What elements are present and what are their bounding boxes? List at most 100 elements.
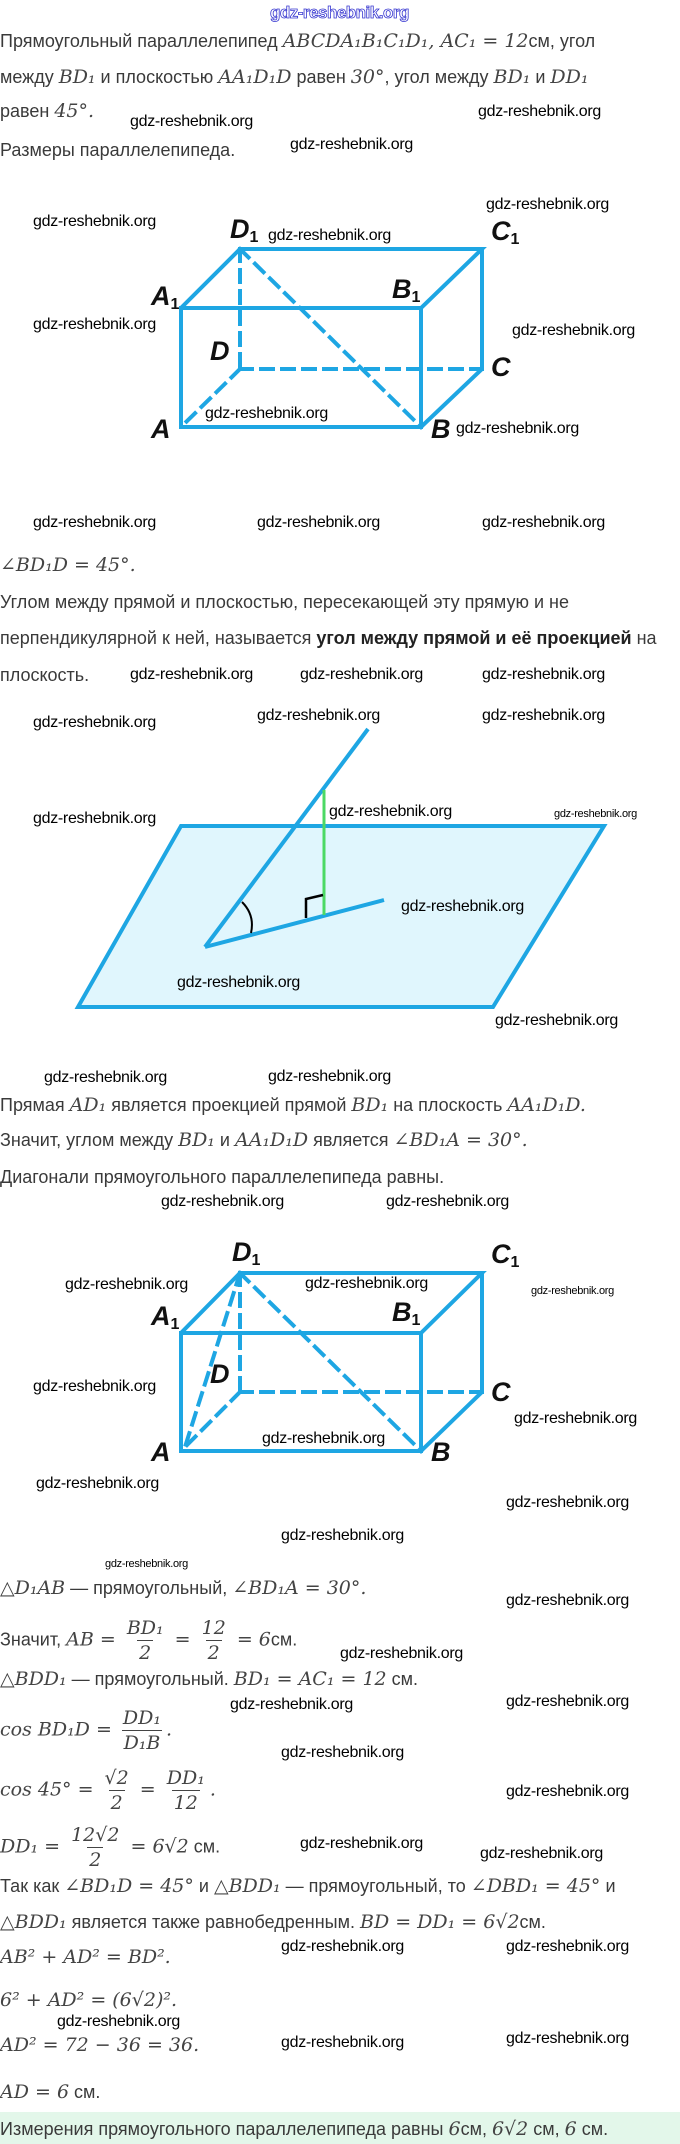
math-expression: . — [209, 1778, 216, 1801]
numerator: 12√2 — [71, 1824, 120, 1846]
math-expression: cos 45° = — [0, 1778, 100, 1801]
math-expression: ∠BD₁D = 45° — [64, 1875, 194, 1897]
final-answer: Измерения прямоугольного параллелепипеда… — [0, 2117, 608, 2141]
math-expression: AA₁D₁D — [218, 66, 292, 88]
ad-result: AD = 6 см. — [0, 2080, 100, 2104]
math-expression: ∠BD₁A = 30°. — [393, 1129, 528, 1151]
watermark: gdz-reshebnik.org — [329, 803, 452, 820]
math-expression: DD₁ — [550, 66, 589, 88]
numerator: DD₁ — [122, 1707, 162, 1729]
denominator: D₁B — [121, 1730, 163, 1754]
cube-diagram-2 — [179, 1270, 487, 1454]
vertex-label-b: B — [431, 1437, 451, 1467]
watermark: gdz-reshebnik.org — [531, 1285, 614, 1297]
watermark: gdz-reshebnik.org — [506, 1938, 629, 1955]
math-expression: AA₁D₁D. — [507, 1094, 586, 1116]
watermark: gdz-reshebnik.org — [65, 1276, 188, 1293]
watermark: gdz-reshebnik.org — [506, 1693, 629, 1710]
site-logo-watermark: gdz-reshebnik.org — [270, 3, 410, 23]
math-expression: 6 — [564, 2118, 577, 2140]
inclined-line — [203, 727, 370, 949]
text: является проекцией прямой — [106, 1095, 352, 1115]
text: — прямоугольный, — [65, 1578, 233, 1598]
vertex-label-a1: A1 — [151, 1301, 180, 1333]
numerator: DD₁ — [166, 1767, 205, 1789]
isosceles-line-2: △BDD₁ является также равнобедренным. BD … — [0, 1910, 546, 1934]
vertex-label-d1: D1 — [230, 214, 259, 246]
text: равен — [0, 101, 55, 121]
text: плоскость. — [0, 665, 90, 685]
bold-term: угол между прямой и её проекцией — [316, 628, 632, 648]
text: см. — [270, 1629, 298, 1650]
watermark: gdz-reshebnik.org — [33, 213, 156, 230]
watermark: gdz-reshebnik.org — [230, 1696, 353, 1713]
cube-diagram-1 — [178, 246, 487, 430]
watermark: gdz-reshebnik.org — [33, 714, 156, 731]
text: Углом между прямой и плоскостью, пересек… — [0, 592, 569, 612]
text: см, — [460, 2119, 492, 2139]
diagonal-ad1 — [182, 1270, 243, 1450]
text: см. — [576, 2119, 609, 2139]
text: между — [0, 67, 59, 87]
math-expression: AB = — [66, 1628, 122, 1651]
text: равен — [291, 67, 351, 87]
cube-visible-edges-right — [418, 1271, 484, 1454]
denominator: 2 — [137, 1640, 154, 1664]
watermark: gdz-reshebnik.org — [480, 1845, 603, 1862]
text: см, угол — [528, 31, 596, 51]
watermark: gdz-reshebnik.org — [290, 136, 413, 153]
watermark: gdz-reshebnik.org — [506, 2030, 629, 2047]
text: является также равнобедренным. — [66, 1912, 360, 1932]
math-expression: BD₁ = AC₁ = 12 — [233, 1668, 387, 1690]
vertex-label-d1: D1 — [232, 1237, 261, 1269]
numerator: √2 — [104, 1767, 129, 1789]
watermark: gdz-reshebnik.org — [262, 1430, 385, 1447]
text: на плоскость — [388, 1095, 508, 1115]
watermark: gdz-reshebnik.org — [495, 1012, 618, 1029]
watermark: gdz-reshebnik.org — [478, 103, 601, 120]
triangle-bdd1: △BDD₁ — прямоугольный. BD₁ = AC₁ = 12 см… — [0, 1667, 418, 1691]
text: Так как — [0, 1876, 65, 1896]
math-expression: AB² + AD² = BD². — [0, 1946, 171, 1968]
watermark: gdz-reshebnik.org — [482, 707, 605, 724]
answer-highlight — [0, 2112, 680, 2144]
watermark: gdz-reshebnik.org — [177, 974, 300, 991]
diagonal-bd1 — [237, 246, 424, 430]
text: Измерения прямоугольного параллелепипеда… — [0, 2119, 449, 2139]
math-expression: = — [168, 1628, 197, 1651]
vertex-label-c: C — [491, 352, 511, 382]
text: см. — [519, 1912, 546, 1932]
watermark: gdz-reshebnik.org — [33, 1378, 156, 1395]
denominator: 2 — [205, 1640, 222, 1664]
watermark: gdz-reshebnik.org — [514, 1410, 637, 1427]
math-expression: ∠BD₁D = 45°. — [0, 554, 136, 576]
watermark: gdz-reshebnik.org — [300, 1835, 423, 1852]
watermark: gdz-reshebnik.org — [44, 1069, 167, 1086]
math-expression: BD₁ — [58, 66, 96, 88]
question: Размеры параллелепипеда. — [0, 138, 235, 162]
watermark: gdz-reshebnik.org — [257, 514, 380, 531]
watermark: gdz-reshebnik.org — [305, 1275, 428, 1292]
math-expression: 6² + AD² = (6√2)². — [0, 1989, 178, 2011]
watermark: gdz-reshebnik.org — [401, 898, 524, 915]
math-expression: = — [133, 1778, 162, 1801]
math-expression: △D₁AB — [0, 1577, 66, 1599]
text: Диагонали прямоугольного параллелепипеда… — [0, 1167, 445, 1187]
angle-statement: ∠BD₁D = 45°. — [0, 553, 136, 577]
text: см. — [386, 1669, 419, 1689]
text: см. — [188, 1836, 221, 1857]
math-expression: AD² = 72 − 36 = 36. — [0, 2034, 200, 2056]
math-expression: 6√2 — [491, 2118, 529, 2140]
text: , угол между — [384, 67, 494, 87]
hidden-edge-da — [178, 366, 243, 430]
numerator: 12 — [201, 1617, 226, 1639]
vertex-label-a: A — [151, 414, 171, 444]
ad-squared: AD² = 72 − 36 = 36. — [0, 2033, 199, 2057]
definition-line-2: перпендикулярной к ней, называется угол … — [0, 626, 657, 650]
